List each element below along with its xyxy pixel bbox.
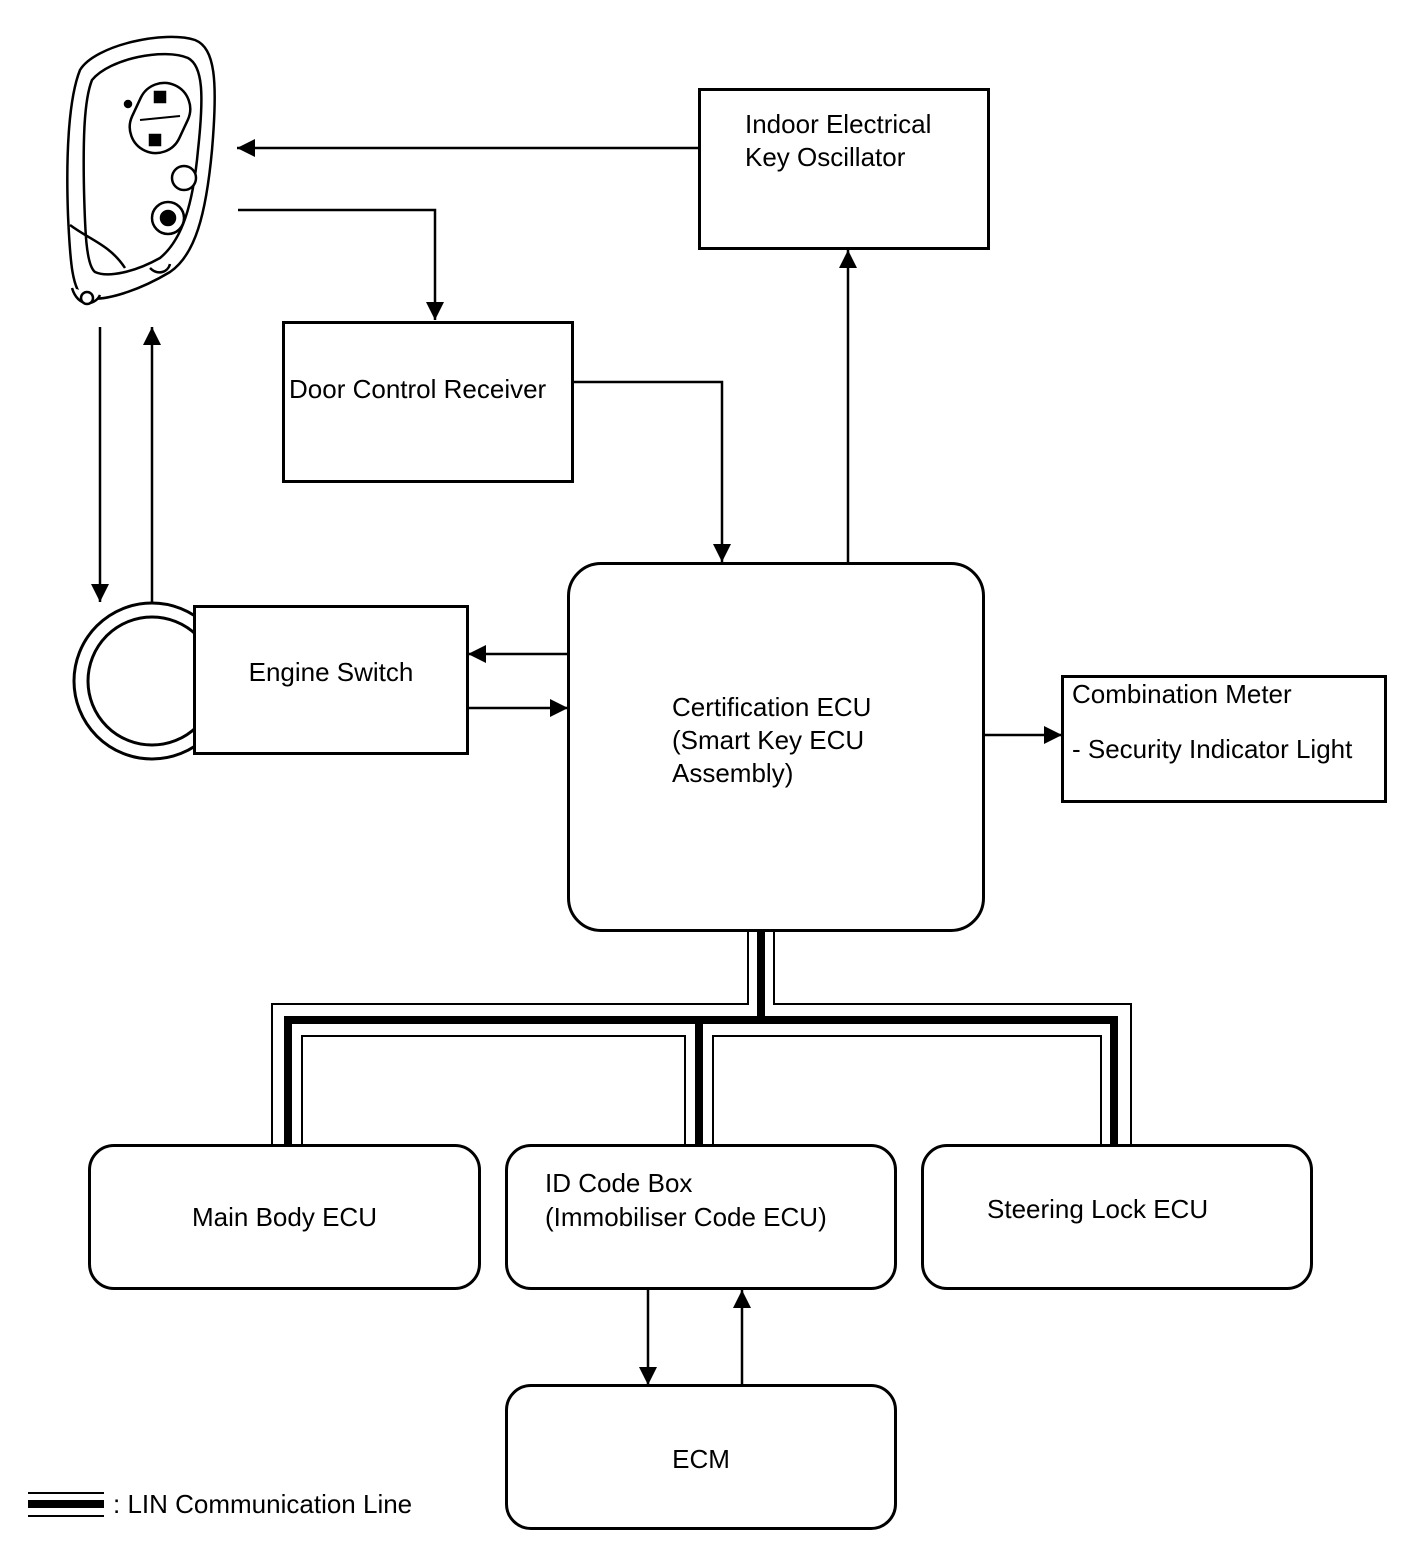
indoor-electrical-key-oscillator-box: [698, 88, 990, 250]
steering-lock-ecu-label: Steering Lock ECU: [987, 1194, 1209, 1224]
main-body-ecu-label: Main Body ECU: [192, 1202, 377, 1232]
main-body-ecu-box: [88, 1144, 481, 1290]
legend-label: : LIN Communication Line: [113, 1489, 413, 1519]
combination-meter-box: [1061, 675, 1387, 803]
lin-communication-lines: [271, 930, 1132, 1145]
door-control-receiver-box: [282, 321, 574, 483]
ecm-label: ECM: [672, 1444, 730, 1474]
oscillator-label-line1: Indoor Electrical: [745, 109, 932, 139]
arrow-fob-to-receiver: [238, 208, 444, 320]
connection-lines: [91, 139, 1062, 1385]
security-indicator-light-label: - Security Indicator Light: [1072, 734, 1353, 764]
push-start-ring-icon: [72, 601, 232, 761]
engine-switch-box: [193, 605, 469, 755]
door-control-receiver-label: Door Control Receiver: [289, 374, 547, 404]
id-code-box-label-line2: (Immobiliser Code ECU): [545, 1202, 827, 1232]
legend-lin-symbol: [28, 1492, 104, 1517]
certification-ecu-label-line3: Assembly): [672, 758, 794, 788]
ecm-box: [505, 1384, 897, 1530]
certification-ecu-label-line1: Certification ECU: [672, 692, 872, 722]
oscillator-label-line2: Key Oscillator: [745, 142, 906, 172]
certification-ecu-label-line2: (Smart Key ECU: [672, 725, 865, 755]
engine-switch-label: Engine Switch: [248, 657, 414, 687]
smart-key-fob-icon: [66, 35, 216, 306]
arrow-receiver-to-cert: [572, 380, 731, 562]
certification-ecu-box: [567, 562, 985, 932]
id-code-box-label-line1: ID Code Box: [545, 1168, 693, 1198]
steering-lock-ecu-box: [921, 1144, 1313, 1290]
id-code-box: [505, 1144, 897, 1290]
combination-meter-label: Combination Meter: [1072, 679, 1292, 709]
